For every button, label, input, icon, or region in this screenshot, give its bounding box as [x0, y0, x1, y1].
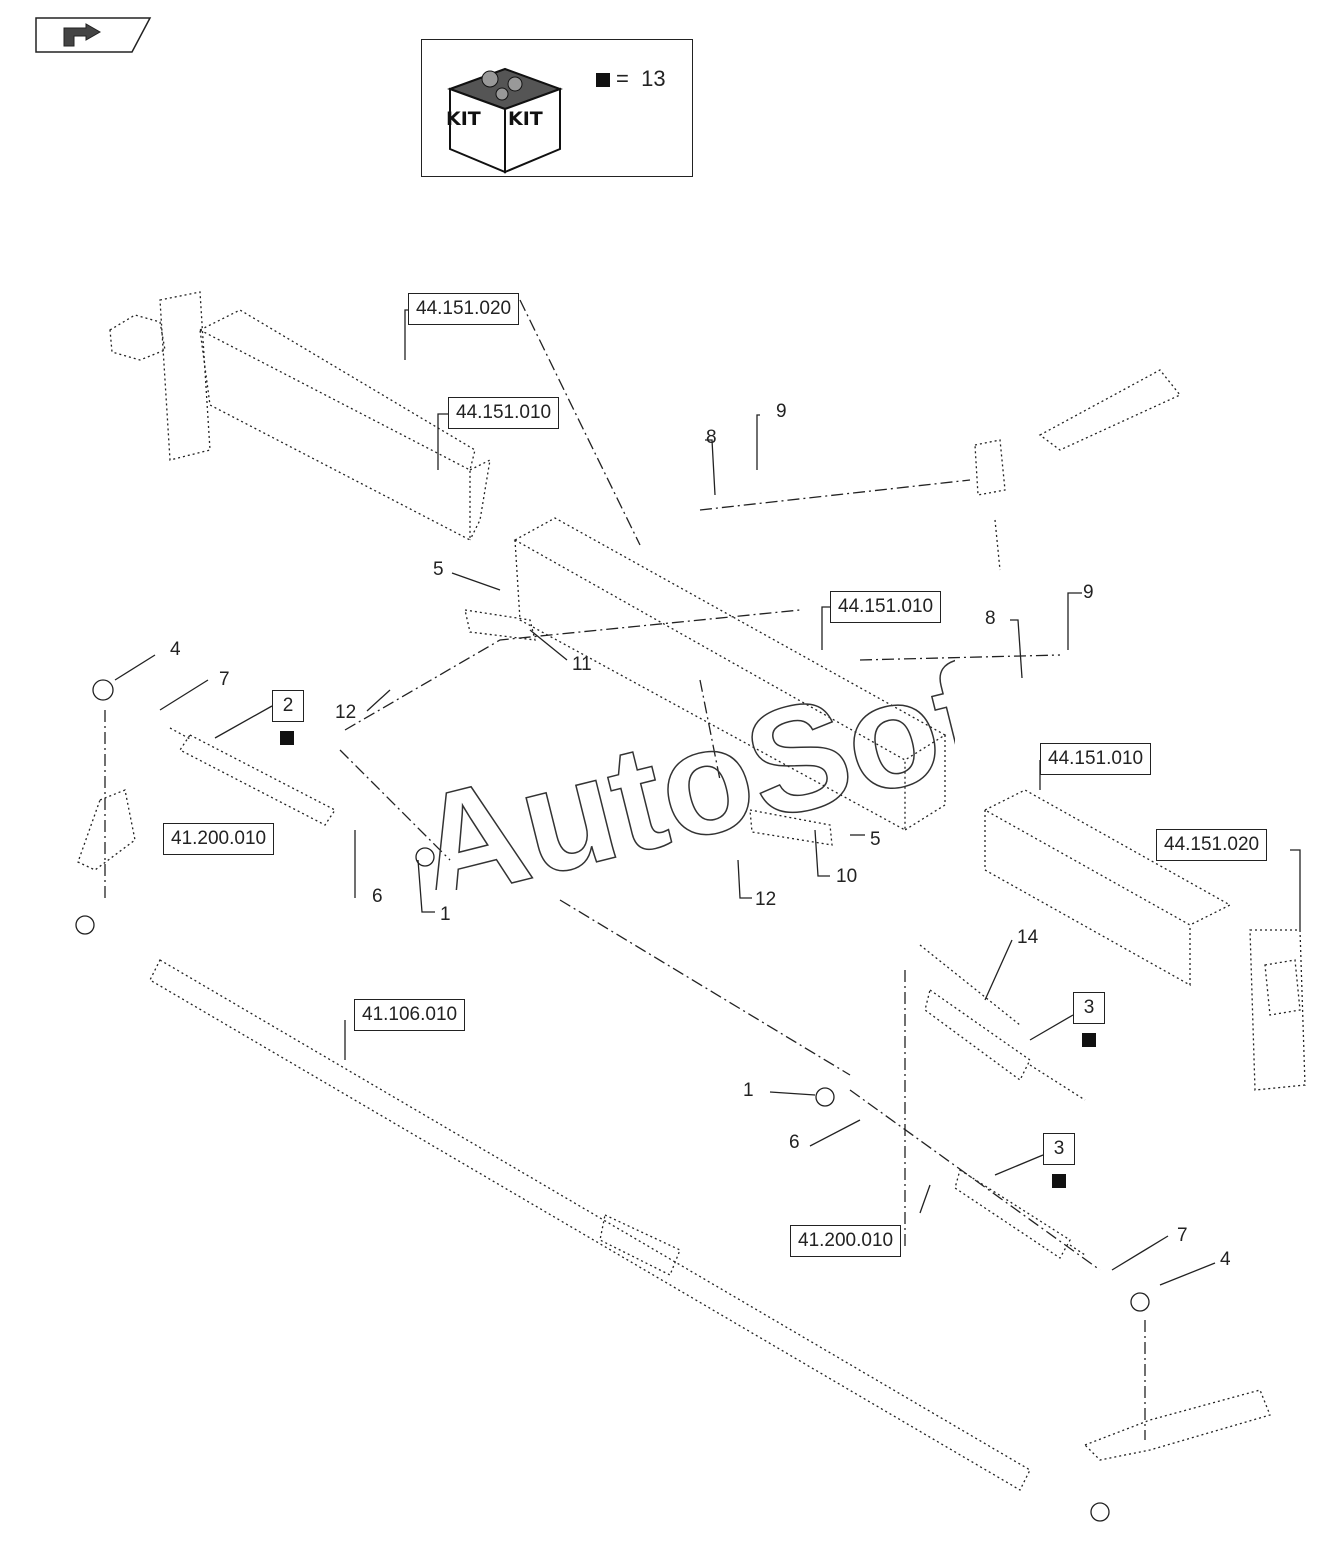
- ball-joints: [75, 679, 1150, 1522]
- kit-number: 13: [641, 66, 666, 91]
- callout[interactable]: 8: [985, 608, 996, 629]
- assembly-lines: [104, 299, 1146, 1440]
- right-cylinder-drawing: [919, 944, 1086, 1259]
- boxed-callout[interactable]: 2: [272, 690, 304, 722]
- callout[interactable]: 5: [870, 829, 881, 850]
- kit-label-right: KIT: [508, 108, 543, 130]
- ref-box[interactable]: 41.200.010: [790, 1225, 902, 1257]
- leader-lines: [114, 309, 1301, 1286]
- brackets: [464, 609, 833, 846]
- kit-label-left: KIT: [446, 108, 481, 130]
- callout[interactable]: 1: [440, 904, 451, 925]
- callout[interactable]: 12: [335, 702, 357, 723]
- watermark: AutoSoft: [398, 640, 955, 890]
- tie-rod-drawing: [149, 959, 1031, 1491]
- right-frame-beam: [983, 789, 1306, 1091]
- ref-box[interactable]: 41.200.010: [163, 823, 275, 855]
- kit-box-icon: [447, 67, 563, 174]
- kit-equals: =: [616, 66, 629, 91]
- center-cross-beam: [513, 517, 947, 832]
- kit-equation: = 13: [596, 66, 666, 92]
- boxed-callout[interactable]: 3: [1073, 992, 1105, 1024]
- callout[interactable]: 14: [1017, 927, 1039, 948]
- kit-square-icon: [1082, 1033, 1096, 1047]
- callout[interactable]: 5: [433, 559, 444, 580]
- ref-box[interactable]: 41.106.010: [354, 999, 466, 1031]
- kit-square-icon: [596, 73, 610, 87]
- back-arrow-icon[interactable]: [34, 16, 152, 54]
- callout[interactable]: 9: [1083, 582, 1094, 603]
- steering-arms: [77, 789, 1271, 1461]
- kit-square-icon: [280, 731, 294, 745]
- boxed-callout[interactable]: 3: [1043, 1133, 1075, 1165]
- kit-square-icon: [1052, 1174, 1066, 1188]
- callout[interactable]: 6: [789, 1132, 800, 1153]
- left-frame-beam: [109, 291, 491, 542]
- callout[interactable]: 1: [743, 1080, 754, 1101]
- callout[interactable]: 4: [170, 639, 181, 660]
- ref-box[interactable]: 44.151.010: [448, 397, 560, 429]
- callout[interactable]: 10: [836, 866, 858, 887]
- callout[interactable]: 12: [755, 889, 777, 910]
- ref-box[interactable]: 44.151.010: [830, 591, 942, 623]
- callout[interactable]: 6: [372, 886, 383, 907]
- callout[interactable]: 7: [219, 669, 230, 690]
- left-cylinder-drawing: [169, 727, 336, 826]
- callout[interactable]: 4: [1220, 1249, 1231, 1270]
- ref-box[interactable]: 44.151.010: [1040, 743, 1152, 775]
- callout[interactable]: 7: [1177, 1225, 1188, 1246]
- watermark-text: AutoSoft: [398, 640, 955, 890]
- ref-box[interactable]: 44.151.020: [408, 293, 520, 325]
- upper-right-arm: [974, 369, 1182, 571]
- ref-box[interactable]: 44.151.020: [1156, 829, 1268, 861]
- kit-panel: KIT KIT: [421, 39, 693, 177]
- callout[interactable]: 8: [706, 427, 717, 448]
- callout[interactable]: 11: [572, 654, 592, 675]
- callout[interactable]: 9: [776, 401, 787, 422]
